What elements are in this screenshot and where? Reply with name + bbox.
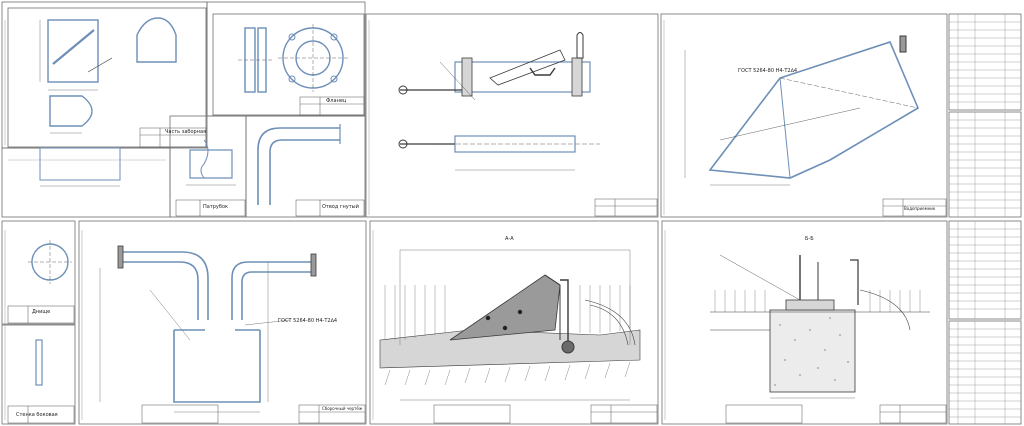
label-flange: Фланец (326, 98, 347, 104)
specification-tables (949, 14, 1021, 424)
bend-drawing (257, 124, 341, 205)
gost-note-center: ГОСТ 5264-80 Н4-Т2∆4 (278, 318, 337, 324)
nozzle-drawing (186, 139, 236, 186)
assembly-dimensions (99, 262, 291, 413)
label-disk: Днище (32, 309, 50, 315)
flange-drawing (238, 24, 348, 93)
strip-drawing (8, 147, 166, 187)
binding-margins (4, 20, 666, 420)
section-bb-title: Б-Б (805, 236, 814, 242)
assembly-pipes-drawing (122, 251, 312, 403)
label-assembly-drawing: Сборочный чертёж (322, 406, 363, 411)
section-aa-title: А-А (505, 236, 514, 242)
disk-drawing (28, 240, 72, 284)
section-bb-drawing (710, 254, 930, 399)
assembly-flanges (117, 245, 317, 277)
screw-mechanism-drawing (398, 32, 600, 171)
intake-part-drawing (39, 17, 177, 134)
label-water-intake: Водоприемник (904, 206, 936, 211)
side-wall-drawing (35, 339, 43, 386)
gost-note-right: ГОСТ 5264-80 Н4-Т2∆4 (738, 68, 797, 74)
label-side-wall: Стенка боковая (16, 412, 58, 418)
label-bend: Отвод гнутый (322, 203, 359, 210)
label-intake-part: Часть заборная (165, 129, 206, 135)
label-nozzle: Патрубок (203, 204, 228, 210)
section-aa-drawing (379, 249, 641, 401)
title-blocks (7, 96, 947, 424)
inclined-pipe-drawing (684, 35, 920, 186)
